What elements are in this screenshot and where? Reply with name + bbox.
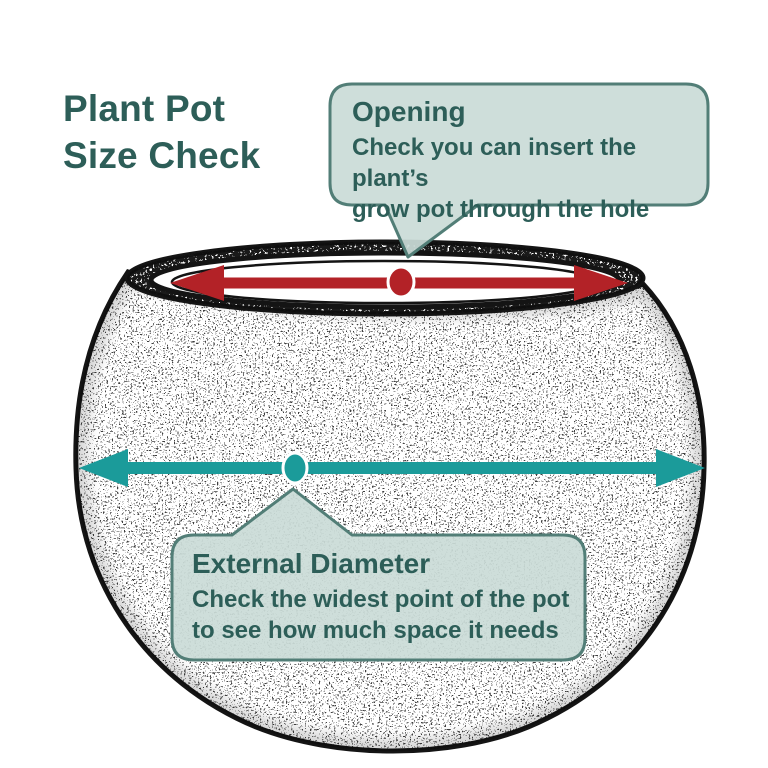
opening-callout-body-line1: Check you can insert the plant’s <box>352 134 637 192</box>
opening-callout: Opening Check you can insert the plant’s… <box>352 95 697 225</box>
opening-callout-heading: Opening <box>352 96 466 127</box>
external-callout-body-line2: to see how much space it needs <box>192 617 559 644</box>
opening-centre-dot <box>386 265 416 299</box>
external-callout: External Diameter Check the widest point… <box>192 547 577 646</box>
page-title-line2: Size Check <box>63 134 261 176</box>
opening-measure-arrow <box>170 265 628 301</box>
external-callout-body-line1: Check the widest point of the pot <box>192 586 570 613</box>
external-arrowhead-right <box>656 449 705 487</box>
pot-body-sketch <box>73 269 707 754</box>
opening-callout-body-line2: grow pot through the hole <box>352 196 650 223</box>
opening-arrowhead-right <box>574 265 628 301</box>
external-measure-arrow <box>79 449 705 487</box>
page-title: Plant Pot Size Check <box>63 86 260 179</box>
external-arrowhead-left <box>79 449 128 487</box>
external-callout-bubble <box>170 487 587 662</box>
opening-arrowhead-left <box>170 265 224 301</box>
page-title-line1: Plant Pot <box>63 88 226 129</box>
external-callout-heading: External Diameter <box>192 548 431 579</box>
external-centre-dot <box>281 451 309 485</box>
opening-callout-bubble <box>328 82 710 259</box>
